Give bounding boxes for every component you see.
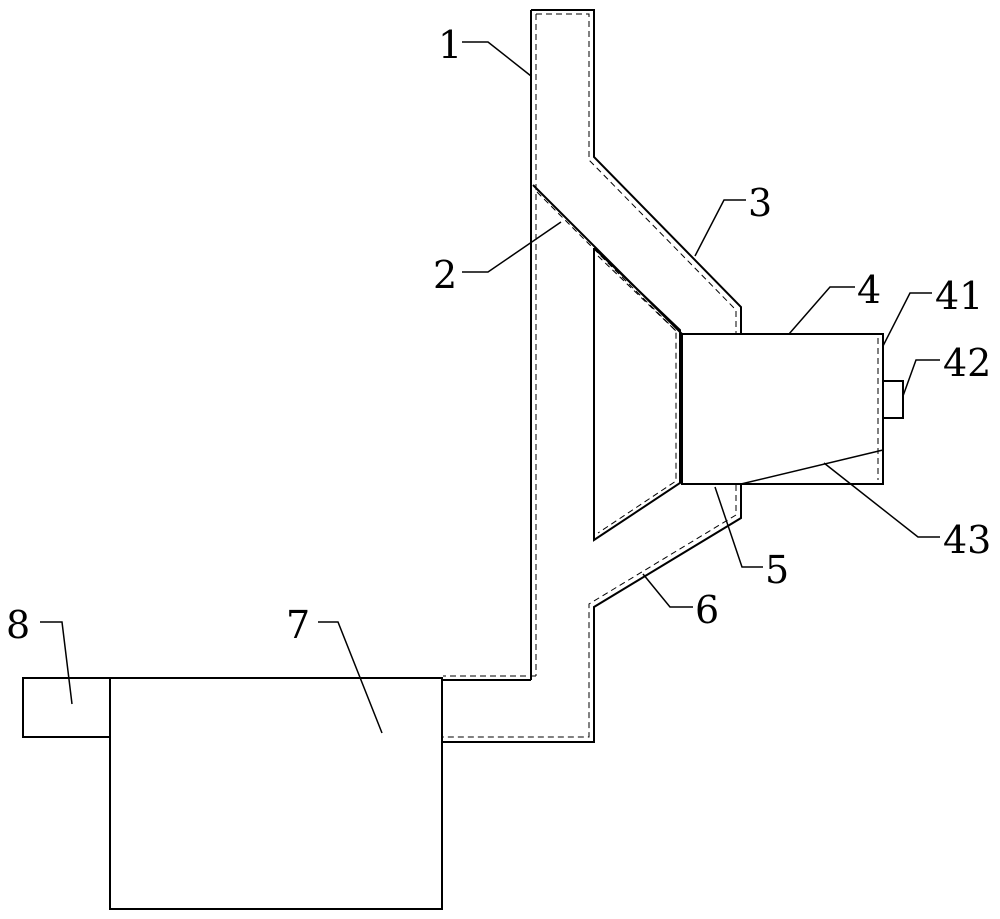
label-42: 42	[943, 341, 991, 385]
lower-branch-pipe	[443, 483, 742, 743]
housing-box	[681, 333, 884, 485]
tank	[109, 677, 443, 910]
label-8: 8	[6, 603, 30, 647]
label-43: 43	[943, 518, 991, 562]
label-41: 41	[935, 274, 983, 318]
leader-lines	[40, 41, 940, 734]
label-1: 1	[438, 23, 462, 67]
label-4: 4	[857, 268, 881, 312]
label-2: 2	[433, 253, 457, 297]
label-7: 7	[286, 603, 310, 647]
vertical-pipe	[530, 9, 742, 680]
side-block	[22, 677, 111, 738]
label-5: 5	[765, 548, 789, 592]
label-6: 6	[695, 588, 719, 632]
funnel-chamber	[593, 247, 681, 542]
nozzle	[882, 380, 904, 419]
label-3: 3	[748, 181, 772, 225]
